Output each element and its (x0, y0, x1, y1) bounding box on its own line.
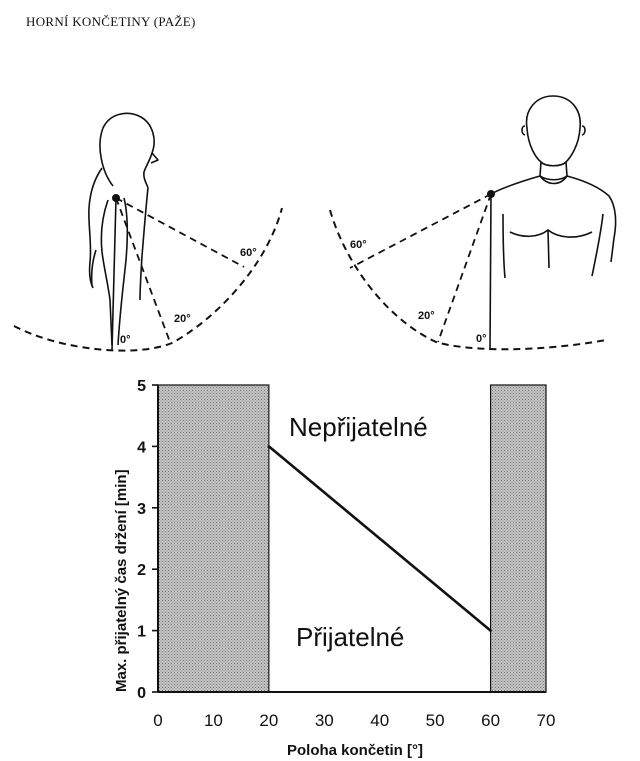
shaded-region-0 (157, 384, 270, 693)
y-tick-label: 0 (137, 685, 146, 702)
y-tick-label: 2 (137, 562, 146, 579)
y-tick-label: 3 (137, 501, 146, 518)
side-angle-label-0: 0° (120, 334, 131, 346)
side-ray-60 (115, 197, 245, 268)
front-view-figure: 0° 20° 60° (329, 95, 617, 351)
front-ray-60 (349, 193, 492, 269)
chart-axes (152, 384, 546, 693)
side-ray-20 (115, 197, 171, 343)
side-angle-label-60: 60° (240, 247, 257, 259)
data-point (489, 629, 492, 632)
annotation-unacceptable: Nepřijatelné (289, 412, 428, 442)
x-tick-label: 0 (153, 711, 162, 730)
shaded-region-1 (489, 384, 547, 693)
side-view-figure: 0° 20° 60° (13, 112, 283, 352)
x-tick-label: 70 (537, 711, 556, 730)
side-angle-label-20: 20° (174, 313, 191, 325)
side-angle-arc (13, 207, 283, 352)
x-tick-label: 10 (204, 711, 223, 730)
x-tick-label: 60 (481, 711, 500, 730)
front-ray-20 (437, 193, 492, 343)
data-point (267, 445, 271, 448)
side-view-silhouette (88, 112, 159, 346)
x-tick-label: 40 (370, 711, 389, 730)
side-ray-0 (111, 197, 117, 351)
front-angle-arc (329, 209, 607, 351)
shaded-regions (157, 384, 547, 693)
y-tick-label: 4 (137, 439, 146, 456)
x-tick-labels: 0 10 20 30 40 50 60 70 (153, 711, 555, 730)
series-line-0 (268, 445, 492, 632)
x-axis-label: Poloha končetin [°] (287, 742, 423, 759)
x-tick-label: 50 (426, 711, 445, 730)
holding-time-chart: 0 1 2 3 4 5 0 10 20 30 40 50 60 70 Nepřijatelné Přij… (113, 378, 555, 759)
front-angle-label-0: 0° (476, 333, 487, 345)
x-tick-label: 30 (315, 711, 334, 730)
y-tick-labels: 0 1 2 3 4 5 (137, 378, 146, 702)
front-view-silhouette (490, 95, 617, 279)
front-angle-label-60: 60° (350, 239, 367, 251)
x-tick-label: 20 (259, 711, 278, 730)
y-tick-label: 1 (137, 624, 146, 641)
y-axis-label: Max. přijatelný čas držení [min] (113, 469, 130, 692)
front-ray-0 (489, 193, 492, 351)
y-tick-label: 5 (137, 378, 146, 395)
annotation-acceptable: Přijatelné (296, 622, 404, 652)
page-title: HORNÍ KONČETINY (PAŽE) (26, 14, 196, 29)
front-angle-label-20: 20° (418, 310, 435, 322)
chart-series (267, 445, 492, 632)
